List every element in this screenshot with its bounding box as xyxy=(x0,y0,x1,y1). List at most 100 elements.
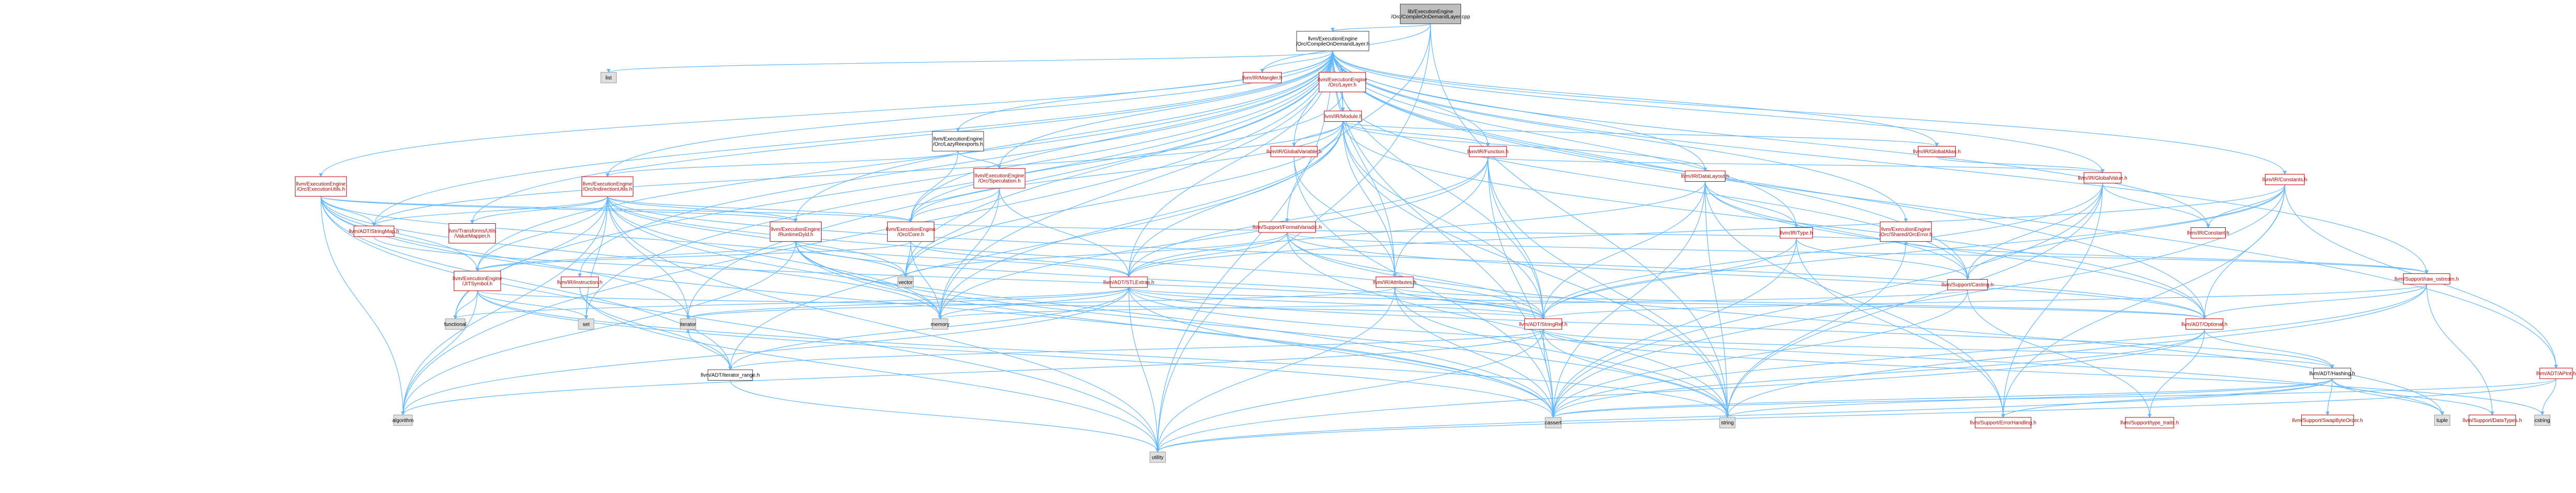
node-apint[interactable]: llvm/ADT/APInt.h xyxy=(2536,368,2576,379)
edge-attributes-to-optional xyxy=(1394,287,2205,320)
edge-rawostream-to-cassert xyxy=(1553,284,2427,418)
edge-arrow-stringref-to-algorithm xyxy=(401,411,405,416)
edge-optional-to-hashing xyxy=(2204,329,2333,368)
node-casting[interactable]: llvm/Support/Casting.h xyxy=(1942,279,1994,291)
node-runtimedyld[interactable]: llvm/ExecutionEngine/RuntimeDyld.h xyxy=(769,221,822,242)
node-datalayout[interactable]: llvm/IR/DataLayout.h xyxy=(1681,170,1729,182)
node-errorhandling[interactable]: llvm/Support/ErrorHandling.h xyxy=(1970,417,2036,428)
edge-arrow-lazyreexports-to-speculation xyxy=(997,165,1002,169)
node-swapbyteorder[interactable]: llvm/Support/SwapByteOrder.h xyxy=(2292,414,2363,426)
node-label-utility: utility xyxy=(1152,455,1164,460)
edge-globalalias-to-globalvalue xyxy=(1936,156,2103,173)
edge-indirectionutils-to-valuemapper xyxy=(472,196,608,224)
edge-cod-to-globalvalue xyxy=(1332,51,2103,173)
node-stringref[interactable]: llvm/ADT/StringRef.h xyxy=(1519,318,1567,330)
node-function[interactable]: llvm/IR/Function.h xyxy=(1467,146,1509,157)
node-executionutils[interactable]: llvm/ExecutionEngine/Orc/ExecutionUtils.… xyxy=(295,176,347,197)
edge-module-to-attributes xyxy=(1343,121,1395,277)
edge-shared-to-rawostream xyxy=(1905,241,2427,274)
edge-arrow-cod-to-mangler xyxy=(1260,69,1264,73)
node-valuemapper[interactable]: llvm/Transforms/Utils/ValueMapper.h xyxy=(448,223,496,244)
edge-arrow-root-to-cod xyxy=(1331,27,1335,32)
node-constant[interactable]: llvm/IR/Constant.h xyxy=(2187,227,2229,239)
node-label-cassert: cassert xyxy=(1545,421,1561,426)
edge-formatvariadic-to-rawostream xyxy=(1287,232,2427,274)
node-typetraits[interactable]: llvm/Support/type_traits.h xyxy=(2120,417,2179,428)
node-lazyreexports[interactable]: llvm/ExecutionEngine/Orc/LazyReexports.h xyxy=(932,131,984,152)
edge-formatvariadic-to-stlextras xyxy=(1128,232,1288,277)
node-shared[interactable]: llvm/ExecutionEngine/Orc/Shared/OrcError… xyxy=(1879,221,1932,242)
node-box-string xyxy=(1719,417,1736,428)
node-hashing[interactable]: llvm/ADT/Hashing.h xyxy=(2310,368,2355,379)
node-iterrange[interactable]: llvm/ADT/iterator_range.h xyxy=(701,369,760,381)
edge-casting-to-cassert xyxy=(1553,289,1968,418)
node-stlextras[interactable]: llvm/ADT/STLExtras.h xyxy=(1104,277,1154,288)
node-label-vector: vector xyxy=(899,280,913,285)
node-label-stlextras: llvm/ADT/STLExtras.h xyxy=(1104,280,1154,285)
node-core[interactable]: llvm/ExecutionEngine/Orc/Core.h xyxy=(886,221,936,242)
node-type[interactable]: llvm/IR/Type.h xyxy=(1780,227,1813,239)
node-algorithm: algorithm xyxy=(392,414,413,426)
edge-cod-to-indirectionutils xyxy=(607,51,1333,177)
edge-shared-to-string xyxy=(1727,241,1907,418)
node-datatypes[interactable]: llvm/Support/DataTypes.h xyxy=(2463,414,2522,426)
node-globalvalue[interactable]: llvm/IR/GlobalValue.h xyxy=(2078,172,2127,184)
node-layer[interactable]: llvm/ExecutionEngine/Orc/Layer.h xyxy=(1318,72,1367,93)
node-mangler[interactable]: llvm/IR/Mangler.h xyxy=(1242,72,1282,83)
node-label-lazyreexports: /Orc/LazyReexports.h xyxy=(933,141,983,147)
node-label-iterrange: llvm/ADT/iterator_range.h xyxy=(701,373,760,379)
edge-rawostream-to-stringref xyxy=(1543,284,2427,320)
edge-module-to-datalayout xyxy=(1343,121,1706,171)
edge-attributes-to-iterator xyxy=(688,287,1395,320)
node-jitsymbol[interactable]: llvm/ExecutionEngine/JITSymbol.h xyxy=(453,271,502,292)
node-label-lazyreexports: llvm/ExecutionEngine xyxy=(933,136,983,142)
node-instruction[interactable]: llvm/IR/Instruction.h xyxy=(557,277,603,288)
node-module[interactable]: llvm/IR/Module.h xyxy=(1323,110,1362,122)
node-label-instruction: llvm/IR/Instruction.h xyxy=(557,280,603,285)
edge-indirectionutils-to-runtimedyld xyxy=(607,196,796,222)
node-root[interactable]: lib/ExecutionEngine/Orc/CompileOnDemandL… xyxy=(1391,4,1470,24)
edge-arrow-hashing-to-errorhandling xyxy=(2001,414,2005,418)
edge-hashing-to-string xyxy=(1727,378,2333,418)
edge-module-to-function xyxy=(1343,121,1488,147)
edge-layer-to-core xyxy=(910,92,1343,222)
node-formatvariadic[interactable]: llvm/Support/FormatVariadic.h xyxy=(1253,221,1322,233)
node-label-root: /Orc/CompileOnDemandLayer.cpp xyxy=(1391,14,1470,20)
node-attributes[interactable]: llvm/IR/Attributes.h xyxy=(1373,277,1417,288)
node-label-function: llvm/IR/Function.h xyxy=(1467,149,1509,155)
edge-module-to-globalvariable xyxy=(1293,121,1344,147)
node-cassert: cassert xyxy=(1545,417,1561,428)
node-stringmap[interactable]: llvm/ADT/StringMap.h xyxy=(349,225,399,237)
node-box-shared xyxy=(1880,221,1932,242)
node-box-functional xyxy=(445,318,466,330)
node-cod[interactable]: llvm/ExecutionEngine/Orc/CompileOnDemand… xyxy=(1296,31,1369,51)
edge-arrow-cod-to-lazyreexports xyxy=(956,128,960,132)
node-indirectionutils[interactable]: llvm/ExecutionEngine/Orc/IndirectionUtil… xyxy=(582,176,634,197)
node-speculation[interactable]: llvm/ExecutionEngine/Orc/Speculation.h xyxy=(973,168,1025,189)
edge-cod-to-type xyxy=(1332,51,1797,228)
node-label-stringmap: llvm/ADT/StringMap.h xyxy=(349,229,399,235)
node-label-rawostream: llvm/Support/raw_ostream.h xyxy=(2394,277,2459,282)
node-constants[interactable]: llvm/IR/Constants.h xyxy=(2262,173,2307,185)
edge-cod-to-cassert xyxy=(1332,51,1554,418)
node-box-runtimedyld xyxy=(769,221,822,242)
node-label-errorhandling: llvm/Support/ErrorHandling.h xyxy=(1970,421,2036,426)
node-globalvariable[interactable]: llvm/IR/GlobalVariable.h xyxy=(1267,146,1322,157)
node-label-core: /Orc/Core.h xyxy=(897,232,924,238)
node-memory: memory xyxy=(931,318,949,330)
edge-jitsymbol-to-set xyxy=(477,291,587,319)
node-optional[interactable]: llvm/ADT/Optional.h xyxy=(2181,318,2227,330)
edge-cod-to-optional xyxy=(1332,51,2205,319)
edge-iterrange-to-utility xyxy=(729,380,1158,452)
edge-arrow-formatvariadic-to-string xyxy=(1725,414,1730,418)
edge-function-to-cassert xyxy=(1487,156,1554,418)
node-box-globalalias xyxy=(1918,146,1956,157)
edge-optional-to-cassert xyxy=(1553,329,2205,418)
node-rawostream[interactable]: llvm/Support/raw_ostream.h xyxy=(2394,273,2459,285)
edge-datalayout-to-string xyxy=(1705,181,1728,418)
edge-type-to-errorhandling xyxy=(1796,238,2004,418)
node-label-formatvariadic: llvm/Support/FormatVariadic.h xyxy=(1253,225,1322,230)
node-label-set: set xyxy=(583,322,590,327)
node-label-hashing: llvm/ADT/Hashing.h xyxy=(2310,371,2355,377)
node-globalalias[interactable]: llvm/IR/GlobalAlias.h xyxy=(1913,146,1961,157)
